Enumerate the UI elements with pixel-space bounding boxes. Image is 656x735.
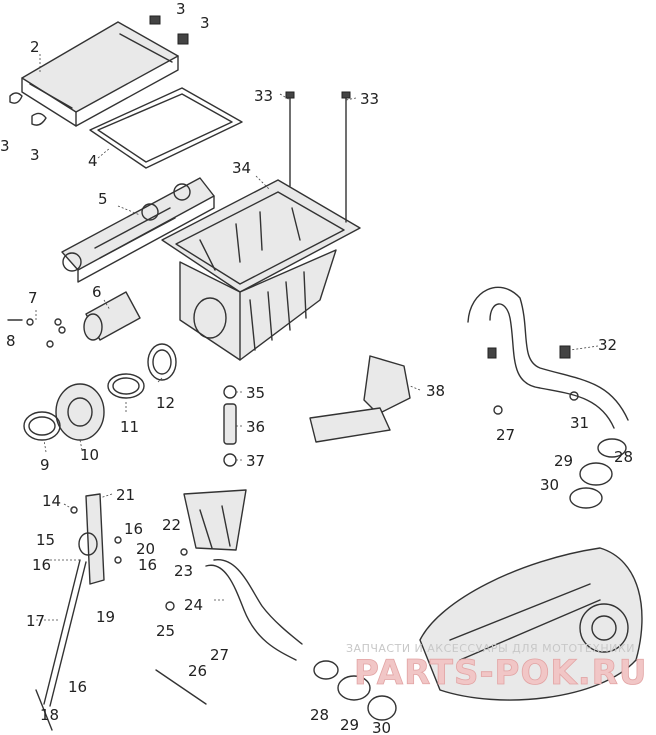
callout-label: 20 (136, 540, 155, 558)
air-filter-element (61, 177, 215, 283)
callout-label: 29 (340, 716, 359, 734)
clamps-and-intake (23, 343, 177, 441)
callout-label: 24 (184, 596, 203, 614)
clip-fasteners (9, 15, 189, 126)
callout-label: 32 (598, 336, 617, 354)
callout-label: 21 (116, 486, 135, 504)
callout-label: 3 (200, 14, 210, 32)
bracket-22 (180, 489, 247, 556)
callout-label: 11 (120, 418, 139, 436)
callout-label: 30 (372, 719, 391, 735)
intake-hose-24 (155, 559, 303, 705)
callout-label: 6 (92, 283, 102, 301)
watermark-logo: PARTS-POK.RU (354, 653, 647, 693)
callout-label: 4 (88, 152, 98, 170)
airbox-housing (161, 179, 361, 361)
callout-label: 2 (30, 38, 40, 56)
callout-label: 16 (32, 556, 51, 574)
callout-label: 8 (6, 332, 16, 350)
callout-label: 17 (26, 612, 45, 630)
callout-label: 5 (98, 190, 108, 208)
hose-clamps-bottom (313, 660, 397, 721)
callout-label: 27 (210, 646, 229, 664)
callout-label: 30 (540, 476, 559, 494)
callout-label: 10 (80, 446, 99, 464)
callout-label: 15 (36, 531, 55, 549)
hose-clamps-right (569, 438, 627, 509)
callout-label: 33 (360, 90, 379, 108)
callout-label: 26 (188, 662, 207, 680)
callout-label: 3 (176, 0, 186, 18)
callout-label: 18 (40, 706, 59, 724)
callout-label: 7 (28, 289, 38, 307)
callout-label: 25 (156, 622, 175, 640)
callout-label: 16 (124, 520, 143, 538)
callout-label: 12 (156, 394, 175, 412)
callout-label: 19 (96, 608, 115, 626)
air-duct-38 (309, 355, 411, 443)
stud-assembly (223, 385, 237, 467)
callout-label: 37 (246, 452, 265, 470)
callout-label: 36 (246, 418, 265, 436)
callout-label: 35 (246, 384, 265, 402)
lid-gasket (89, 87, 243, 169)
watermark: ЗАПЧАСТИ И АКСЕССУАРЫ ДЛЯ МОТОТЕХНИКИ PA… (346, 642, 647, 693)
callout-label: 29 (554, 452, 573, 470)
callout-label: 23 (174, 562, 193, 580)
callout-label: 16 (68, 678, 87, 696)
callout-label: 3 (30, 146, 40, 164)
callout-label: 28 (310, 706, 329, 724)
engine-cvt-cover (419, 547, 643, 701)
callout-label: 38 (426, 382, 445, 400)
callout-labels: 3 3 2 3 3 4 33 33 34 5 7 6 8 35 36 37 38… (0, 0, 633, 735)
callout-label: 16 (138, 556, 157, 574)
callout-label: 22 (162, 516, 181, 534)
callout-label: 33 (254, 87, 273, 105)
intake-duct-small (7, 291, 141, 348)
callout-label: 9 (40, 456, 50, 474)
callout-label: 28 (614, 448, 633, 466)
cooling-hose-32 (467, 286, 629, 429)
mounting-bracket (35, 493, 122, 731)
watermark-tagline: ЗАПЧАСТИ И АКСЕССУАРЫ ДЛЯ МОТОТЕХНИКИ (346, 642, 635, 655)
callout-label: 34 (232, 159, 251, 177)
airbox-lid (21, 21, 179, 127)
callout-label: 27 (496, 426, 515, 444)
callout-label: 31 (570, 414, 589, 432)
callout-label: 14 (42, 492, 61, 510)
leader-lines (35, 54, 599, 621)
callout-label: 3 (0, 137, 10, 155)
bolts (285, 91, 351, 223)
